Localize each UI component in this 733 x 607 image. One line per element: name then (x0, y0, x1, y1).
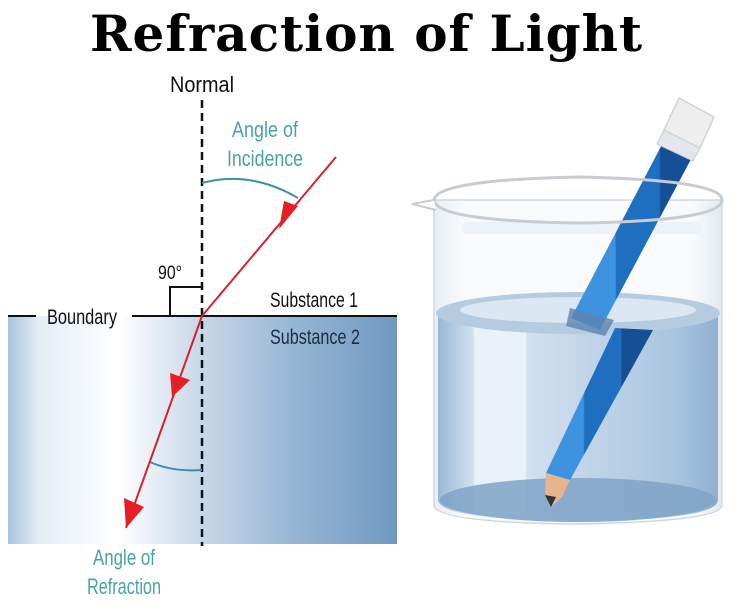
angle-of-incidence-label-line2: Incidence (227, 146, 303, 171)
beaker-illustration (411, 97, 724, 525)
arrow-head-icon (124, 498, 144, 528)
arrow-head-icon (170, 373, 190, 397)
substance-1-label: Substance 1 (270, 289, 358, 312)
angle-of-refraction-label-line1: Angle of (93, 545, 156, 570)
normal-label: Normal (170, 72, 234, 97)
angle-of-refraction-arc (149, 461, 203, 472)
page-title: Refraction of Light (89, 4, 644, 63)
refracted-ray (124, 315, 203, 529)
right-angle-marker (169, 286, 202, 316)
angle-of-refraction-label-line2: Refraction (87, 574, 161, 599)
beaker-rim (432, 175, 724, 225)
angle-of-incidence-arc (201, 177, 299, 199)
angle-of-incidence-label-line1: Angle of (232, 117, 299, 142)
substance-2-label: Substance 2 (270, 326, 360, 349)
boundary-label: Boundary (47, 306, 117, 329)
arrow-head-icon (279, 201, 298, 229)
beaker-spout (411, 199, 437, 211)
incident-ray (201, 156, 337, 317)
eraser (663, 97, 715, 149)
right-angle-label: 90° (158, 263, 182, 284)
